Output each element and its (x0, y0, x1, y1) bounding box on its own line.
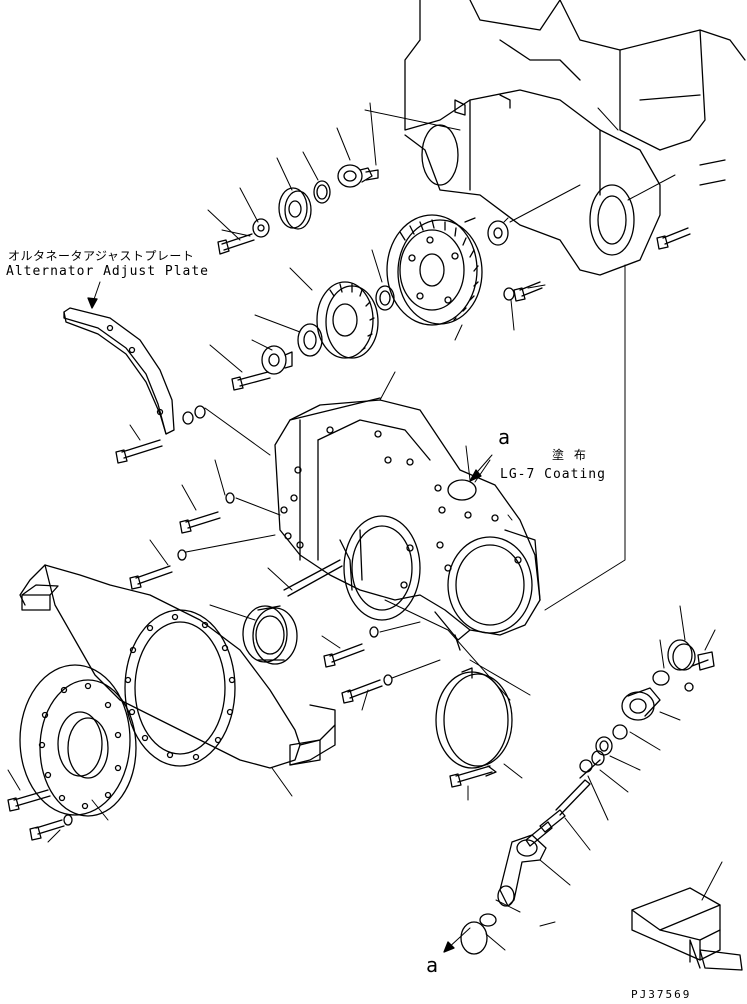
medium-gear (262, 282, 394, 374)
alternator-adjust-plate-label: Alternator Adjust Plate (6, 264, 210, 279)
gasket (436, 668, 512, 776)
flywheel-housing (20, 565, 335, 768)
tach-drive-housing (461, 640, 695, 954)
washers (64, 406, 693, 825)
square-shaft (632, 888, 742, 970)
alternator-adjust-plate-label-jp: オルタネータアジャストプレート (8, 249, 195, 263)
alternator-adjust-plate (64, 308, 174, 434)
reference-a-bottom: a (426, 953, 440, 977)
engine-block (405, 0, 745, 275)
reference-lines (186, 110, 625, 700)
reference-a-top: a (498, 425, 512, 449)
bolts (8, 228, 714, 840)
drive-shaft (284, 560, 600, 846)
top-shaft-parts (253, 165, 514, 300)
large-gear (387, 215, 482, 325)
coating-label-jp: 塗 布 (552, 448, 589, 462)
oil-seal (243, 606, 297, 664)
arrows (88, 282, 492, 952)
front-cover (275, 398, 540, 650)
drawing-code: PJ37569 (631, 988, 692, 1001)
leader-lines (8, 103, 722, 950)
coating-label: LG-7 Coating (500, 467, 606, 482)
flange-ring (20, 665, 136, 816)
